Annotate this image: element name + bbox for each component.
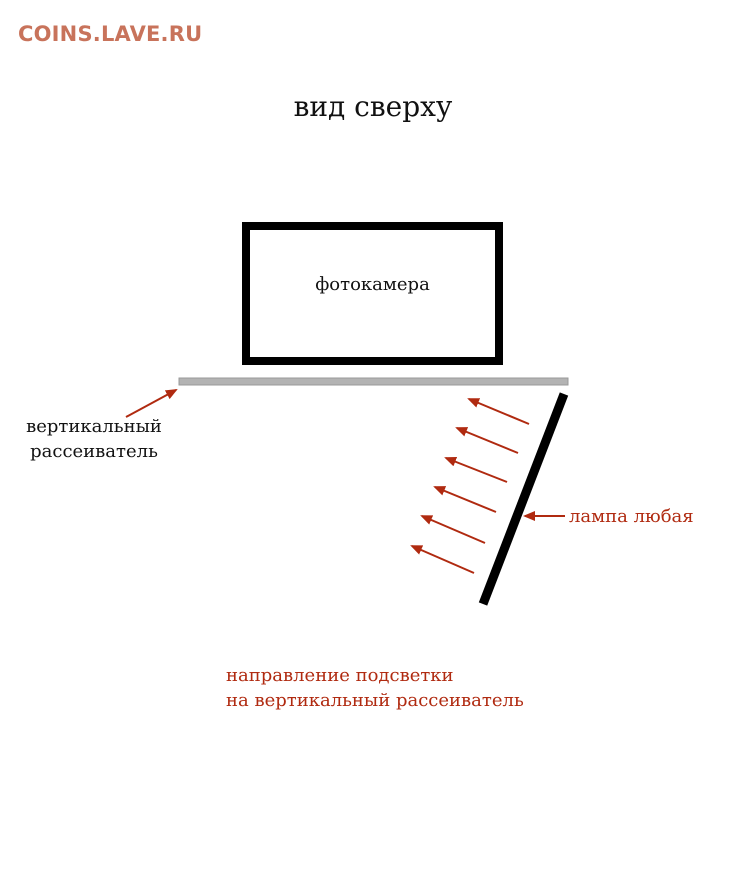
diffuser-pointer-arrow [125, 389, 178, 418]
light-ray-arrow [444, 457, 508, 483]
lamp-label: лампа любая [569, 506, 694, 527]
light-ray-arrow [455, 427, 519, 454]
site-watermark: COINS.LAVE.RU [18, 22, 203, 46]
light-ray-arrow [433, 486, 497, 513]
direction-label-line-2: на вертикальный рассеиватель [226, 690, 524, 711]
diffuser-label-line-1: вертикальный [26, 416, 162, 437]
camera-box [242, 222, 503, 365]
light-ray-arrow [420, 515, 486, 544]
light-ray-arrow [410, 545, 475, 574]
diffuser-bar [178, 377, 569, 386]
direction-label: направление подсветки на вертикальный ра… [226, 663, 524, 713]
light-ray-arrow [467, 398, 530, 425]
diffuser-label: вертикальный рассеиватель [14, 414, 174, 464]
diagram-title: вид сверху [293, 90, 453, 123]
direction-label-line-1: направление подсветки [226, 665, 454, 686]
diffuser-label-line-2: рассеиватель [30, 441, 158, 462]
light-rays [410, 398, 530, 574]
camera-label: фотокамера [315, 274, 430, 295]
lamp-bar [478, 392, 569, 606]
